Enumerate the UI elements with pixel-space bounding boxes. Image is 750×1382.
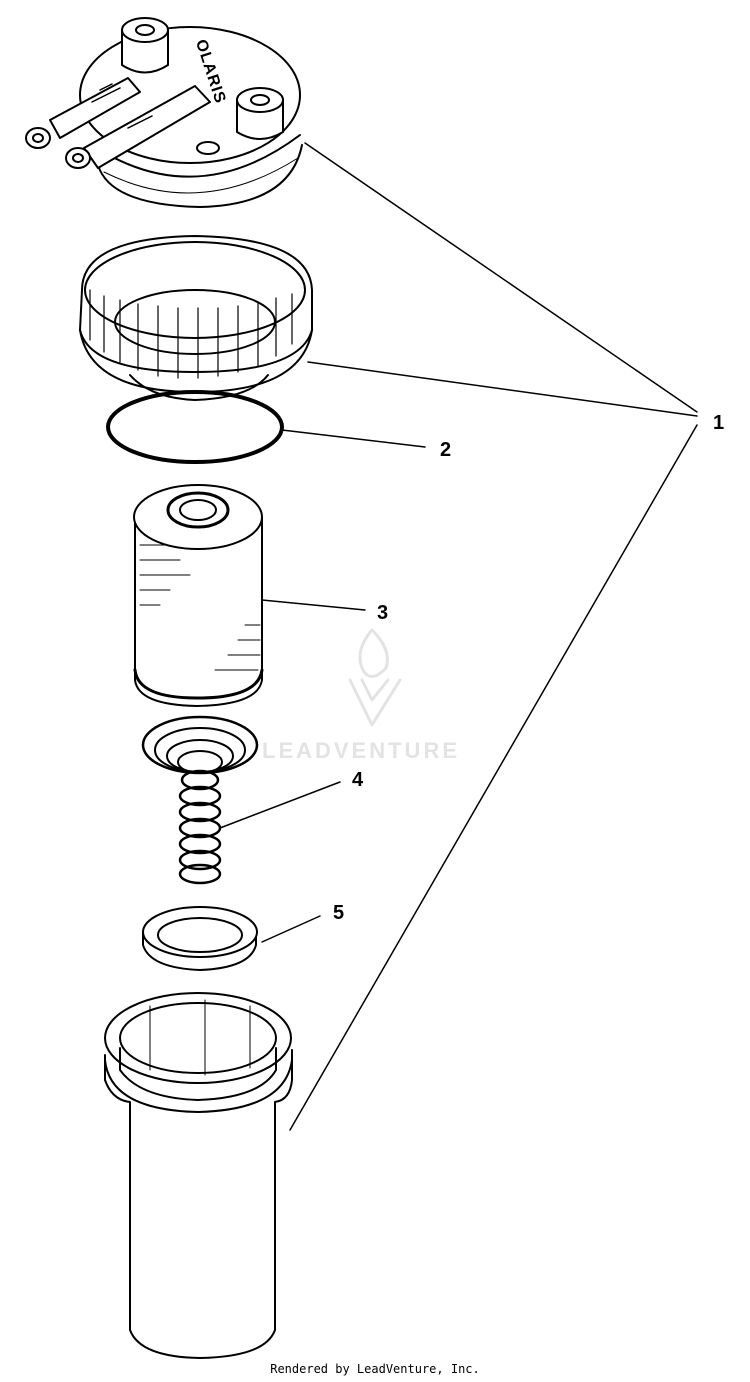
leader-lines-parts [219,429,426,943]
watermark-logo [348,628,402,727]
filter-head-cap: OLARIS [25,17,303,208]
callout-label-5: 5 [333,902,345,924]
callout-label-4: 4 [352,769,364,791]
knurled-retaining-ring [79,235,313,401]
callout-label-2: 2 [440,439,452,461]
callout-label-1: 1 [713,412,725,434]
leader-lines-part-1 [289,142,698,1131]
filter-bowl [104,992,293,1359]
footer-credit: Rendered by LeadVenture, Inc. [270,1362,480,1376]
filter-element [133,484,264,707]
callout-label-3: 3 [377,602,389,624]
watermark-text: LEADVENTURE [262,738,461,763]
spring-assembly [141,715,259,885]
gasket-washer [142,906,258,971]
o-ring [106,390,284,464]
